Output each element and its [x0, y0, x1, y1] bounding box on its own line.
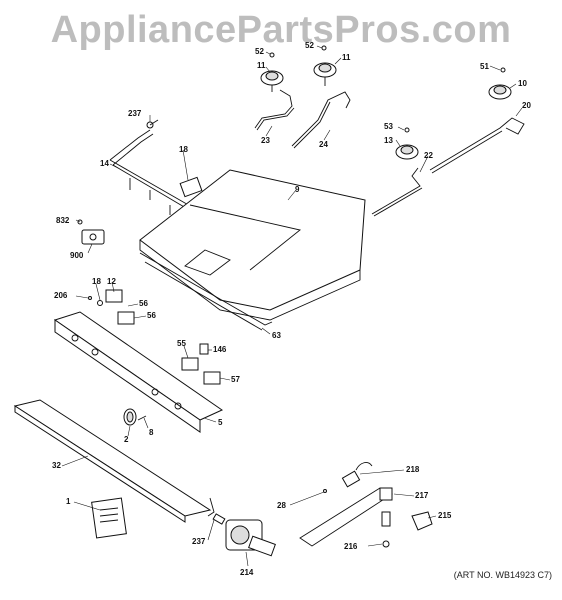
callout: 216 — [344, 542, 358, 551]
callout: 2 — [124, 435, 129, 444]
burner-13 — [395, 127, 419, 160]
manual-1 — [91, 497, 127, 539]
callout: 10 — [518, 79, 527, 88]
burner-11-left — [260, 52, 284, 92]
callout: 215 — [438, 511, 452, 520]
tube-23 — [254, 89, 293, 129]
rail-63 — [139, 252, 273, 331]
callout: 18 — [179, 145, 188, 154]
tube-24 — [291, 91, 351, 147]
oven-valve-214 — [207, 497, 276, 557]
callout: 214 — [240, 568, 254, 577]
cooktop-panel-9 — [139, 169, 366, 321]
knob-2 — [123, 408, 147, 426]
burner-11-right — [313, 45, 337, 86]
callout: 217 — [415, 491, 429, 500]
callout: 13 — [384, 136, 393, 145]
callout: 832 — [56, 216, 70, 225]
callout: 57 — [231, 375, 240, 384]
callout: 63 — [272, 331, 281, 340]
callout: 52 — [255, 47, 264, 56]
art-number: (ART NO. WB14923 C7) — [453, 570, 552, 580]
callout: 23 — [261, 136, 270, 145]
callout: 11 — [257, 61, 266, 70]
callout: 55 — [177, 339, 186, 348]
callout: 237 — [192, 537, 206, 546]
callout: 20 — [522, 101, 531, 110]
callout: 56 — [139, 299, 148, 308]
callout: 146 — [213, 345, 227, 354]
callout: 9 — [295, 185, 300, 194]
igniter-assembly — [299, 462, 433, 548]
callout: 28 — [277, 501, 286, 510]
burner-10 — [488, 67, 512, 100]
callout: 12 — [107, 277, 116, 286]
callout: 237 — [128, 109, 142, 118]
watermark: AppliancePartsPros.com — [50, 9, 512, 51]
callout: 52 — [305, 41, 314, 50]
callout: 24 — [319, 140, 328, 149]
callout: 56 — [147, 311, 156, 320]
callout: 5 — [218, 418, 223, 427]
tube-22 — [371, 167, 421, 215]
callout: 32 — [52, 461, 61, 470]
callout: 11 — [342, 53, 351, 62]
callout: 1 — [66, 497, 71, 506]
callout: 18 — [92, 277, 101, 286]
leader-lines — [61, 45, 523, 567]
callout: 22 — [424, 151, 433, 160]
trim-32 — [13, 399, 212, 523]
callout: 53 — [384, 122, 393, 131]
valve-group-left — [88, 289, 135, 325]
callout: 14 — [100, 159, 109, 168]
valve-group-right — [181, 343, 221, 385]
tube-20 — [429, 117, 525, 171]
callout: 900 — [70, 251, 84, 260]
manifold-panel-5 — [53, 311, 224, 433]
callout: 206 — [54, 291, 68, 300]
callout: 8 — [149, 428, 154, 437]
callout: 51 — [480, 62, 489, 71]
callout: 218 — [406, 465, 420, 474]
bracket-900 — [77, 219, 105, 245]
